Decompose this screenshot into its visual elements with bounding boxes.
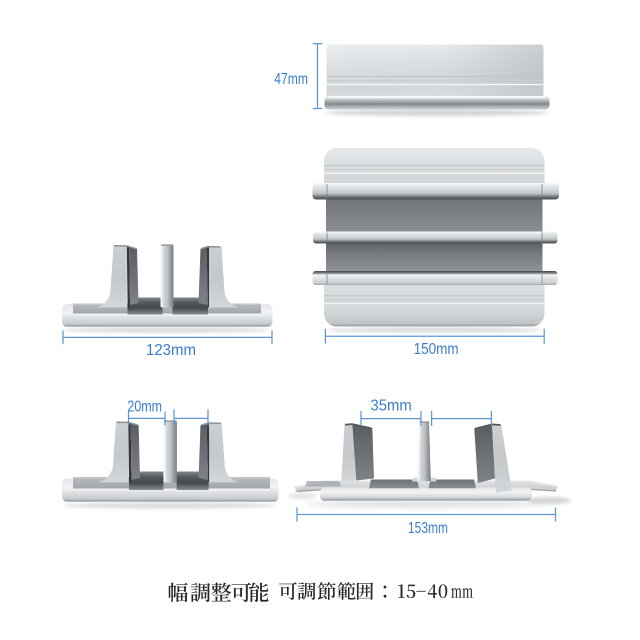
svg-text:20mm: 20mm	[127, 398, 162, 415]
svg-text:47mm: 47mm	[274, 71, 308, 88]
svg-text:150mm: 150mm	[414, 341, 459, 358]
svg-text:123mm: 123mm	[146, 342, 196, 359]
svg-text:35mm: 35mm	[371, 398, 412, 415]
svg-text:153mm: 153mm	[408, 520, 448, 537]
